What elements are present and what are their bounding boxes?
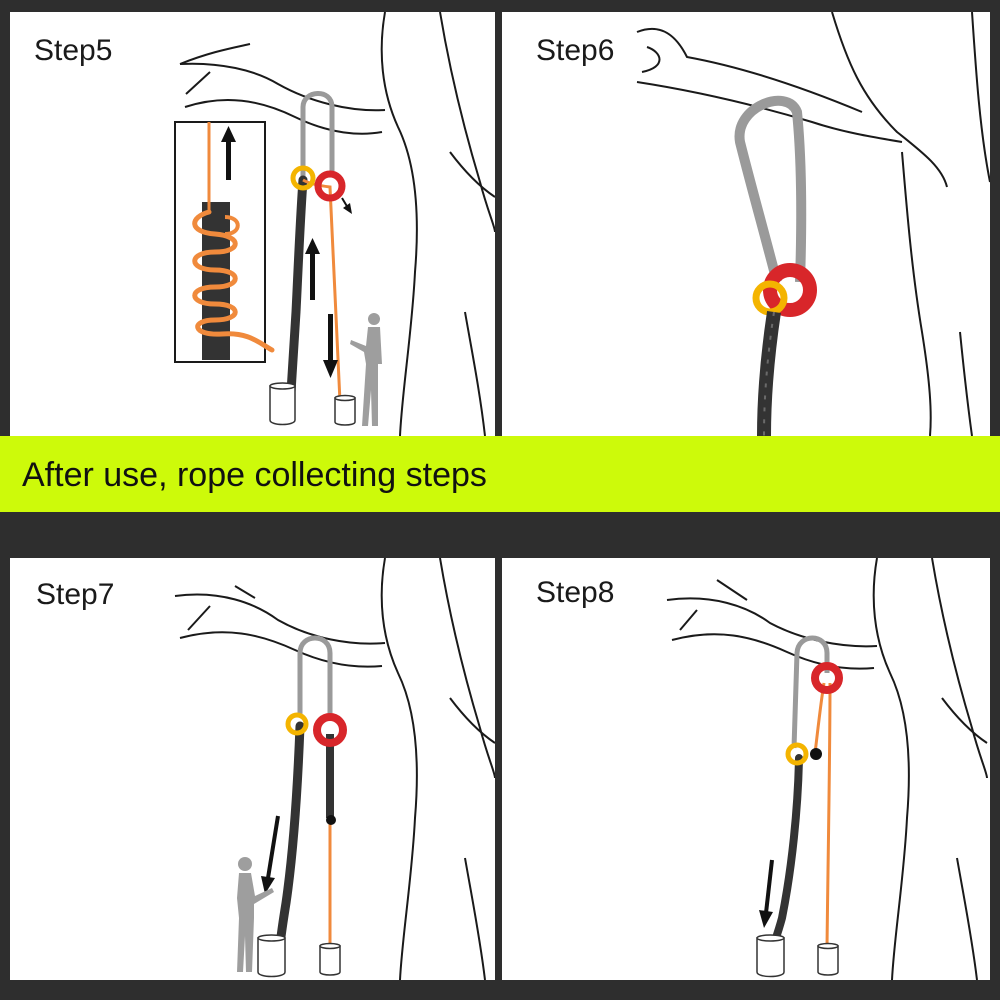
step5-panel: Step5 [10, 12, 495, 436]
bucket-right [334, 397, 356, 426]
step-label: Step5 [34, 34, 113, 67]
rope-twist [763, 311, 775, 436]
orange-rope [302, 178, 342, 403]
carabiner [734, 95, 807, 284]
tree-outline [174, 558, 495, 980]
person-figure [350, 313, 382, 426]
red-ring [313, 713, 347, 747]
rope-joint [810, 748, 822, 760]
step6-illustration [636, 12, 990, 436]
bucket-right [319, 945, 341, 976]
step-label: Step8 [536, 576, 615, 609]
red-ring [763, 263, 817, 317]
red-ring [314, 170, 346, 202]
step8-panel: Step8 [502, 558, 990, 980]
tree-outline [636, 12, 990, 436]
red-ring [811, 662, 843, 694]
step8-illustration [666, 558, 988, 980]
carabiner [297, 635, 333, 718]
carabiner [791, 635, 830, 749]
step-label: Step6 [536, 34, 615, 67]
orange-rope-long [825, 682, 832, 949]
step7-panel: Step7 [10, 558, 495, 980]
yellow-ring [290, 165, 316, 191]
yellow-ring [285, 712, 309, 736]
step7-illustration [174, 558, 495, 980]
dark-rope [286, 175, 308, 397]
bucket-left [257, 937, 286, 978]
orange-rope-short [813, 682, 826, 754]
bucket-left [269, 385, 296, 426]
section-banner: After use, rope collecting steps [0, 436, 1000, 512]
dark-rope-left [275, 721, 305, 953]
bucket-right [817, 945, 839, 976]
knot-inset [174, 121, 275, 363]
tree-outline [179, 12, 495, 436]
step-label: Step7 [36, 578, 115, 611]
step6-panel: Step6 [502, 12, 990, 436]
yellow-ring [785, 742, 809, 766]
down-arrow [764, 859, 774, 914]
tree-outline [666, 558, 988, 980]
motion-arrows [305, 197, 352, 378]
carabiner [300, 91, 335, 177]
banner-title: After use, rope collecting steps [22, 456, 487, 494]
step5-illustration [174, 12, 495, 436]
dark-rope [768, 754, 803, 954]
bucket-left [756, 937, 785, 978]
down-arrow [266, 815, 280, 879]
rope-joint [326, 815, 336, 825]
person-figure [237, 857, 274, 972]
dark-rope [757, 310, 781, 436]
